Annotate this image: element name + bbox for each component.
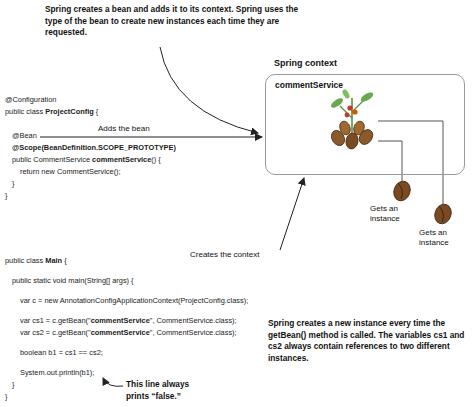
arrow-label: Gets an instance bbox=[419, 228, 463, 248]
code-line: public CommentService commentService() { bbox=[12, 155, 161, 165]
code-text: @Configuration bbox=[5, 95, 56, 104]
code-line: @Scope(BeanDefinition.SCOPE_PROTOTYPE) bbox=[12, 143, 176, 153]
code-text: } bbox=[5, 191, 7, 200]
bean-body bbox=[391, 179, 413, 203]
code-emphasis: commentService bbox=[92, 155, 151, 164]
code-line: var cs1 = c.getBean("commentService", Co… bbox=[20, 316, 237, 326]
code-line: var cs2 = c.getBean("commentService", Co… bbox=[20, 328, 237, 338]
callout-arrow bbox=[160, 47, 258, 133]
code-line: public static void main(String[] args) { bbox=[12, 276, 134, 286]
code-text: public class bbox=[5, 256, 45, 265]
code-text: } bbox=[5, 392, 7, 401]
code-line: var c = new AnnotationConfigApplicationC… bbox=[20, 296, 248, 306]
bean-name: commentService bbox=[275, 80, 343, 90]
instance-line bbox=[378, 141, 402, 181]
code-emphasis: @Scope(BeanDefinition.SCOPE_PROTOTYPE) bbox=[12, 143, 176, 152]
code-text: var cs1 = c.getBean(" bbox=[20, 316, 91, 325]
code-text: { bbox=[62, 256, 67, 265]
code-text: var cs2 = c.getBean(" bbox=[20, 328, 91, 337]
callout-arrow bbox=[103, 378, 123, 386]
code-text: } bbox=[12, 380, 14, 389]
code-line: } bbox=[12, 179, 14, 189]
arrow-label: Gets an instance bbox=[370, 204, 414, 224]
coffee-cherry bbox=[347, 105, 352, 110]
code-emphasis: commentService bbox=[91, 328, 150, 337]
code-line: public class ProjectConfig { bbox=[5, 107, 98, 117]
code-emphasis: Main bbox=[45, 256, 62, 265]
context-box: Spring contextcommentService bbox=[265, 74, 465, 175]
code-line: } bbox=[12, 380, 14, 390]
code-text: @Bean bbox=[12, 131, 37, 140]
code-text: () { bbox=[151, 155, 160, 164]
callout-note: Spring creates a bean and adds it to its… bbox=[45, 4, 303, 39]
instance-line bbox=[378, 121, 443, 204]
code-line: } bbox=[5, 392, 7, 402]
code-line: public class Main { bbox=[5, 256, 67, 266]
coffee-bean bbox=[352, 120, 366, 137]
code-emphasis: ProjectConfig bbox=[45, 107, 93, 116]
coffee-cherry bbox=[352, 109, 357, 114]
adds-bean-arrow bbox=[40, 137, 262, 138]
plant-leaf bbox=[359, 91, 374, 104]
arrow-label: Adds the bean bbox=[98, 124, 178, 134]
instance-bean bbox=[432, 202, 454, 226]
code-text: { bbox=[94, 107, 99, 116]
coffee-plant bbox=[329, 88, 376, 150]
code-text: var c = new AnnotationConfigApplicationC… bbox=[20, 296, 248, 305]
code-text: return new CommentService(); bbox=[20, 167, 121, 176]
code-text: public class bbox=[5, 107, 45, 116]
plant-branch bbox=[340, 100, 364, 118]
callout-note: Spring creates a new instance every time… bbox=[268, 318, 471, 364]
coffee-cherry bbox=[345, 113, 350, 118]
code-line: @Configuration bbox=[5, 95, 56, 105]
code-emphasis: commentService bbox=[91, 316, 150, 325]
code-text: public static void main(String[] args) { bbox=[12, 276, 134, 285]
code-line: return new CommentService(); bbox=[20, 167, 121, 177]
context-heading: Spring context bbox=[274, 58, 337, 68]
code-line: } bbox=[5, 191, 7, 201]
code-text: boolean b1 = cs1 == cs2; bbox=[20, 348, 103, 357]
code-text: } bbox=[12, 179, 14, 188]
bean-crease bbox=[398, 183, 402, 199]
callout-note: This line always prints “false.” bbox=[126, 379, 204, 402]
plant-leaf bbox=[329, 96, 344, 109]
plant-leaf bbox=[341, 88, 351, 99]
instance-bean bbox=[391, 179, 413, 203]
code-line: @Bean bbox=[12, 131, 37, 141]
bean-crease bbox=[439, 206, 443, 222]
code-text: public CommentService bbox=[12, 155, 92, 164]
arrow-label: Creates the context bbox=[190, 250, 290, 260]
code-line: System.out.println(b1); bbox=[20, 368, 94, 378]
bean-body bbox=[432, 202, 454, 226]
code-text: ", CommentService.class); bbox=[150, 316, 237, 325]
code-text: ", CommentService.class); bbox=[150, 328, 237, 337]
code-text: System.out.println(b1); bbox=[20, 368, 94, 377]
code-line: boolean b1 = cs1 == cs2; bbox=[20, 348, 103, 358]
creates-context-arrow bbox=[280, 178, 304, 250]
coffee-bean bbox=[338, 120, 352, 137]
